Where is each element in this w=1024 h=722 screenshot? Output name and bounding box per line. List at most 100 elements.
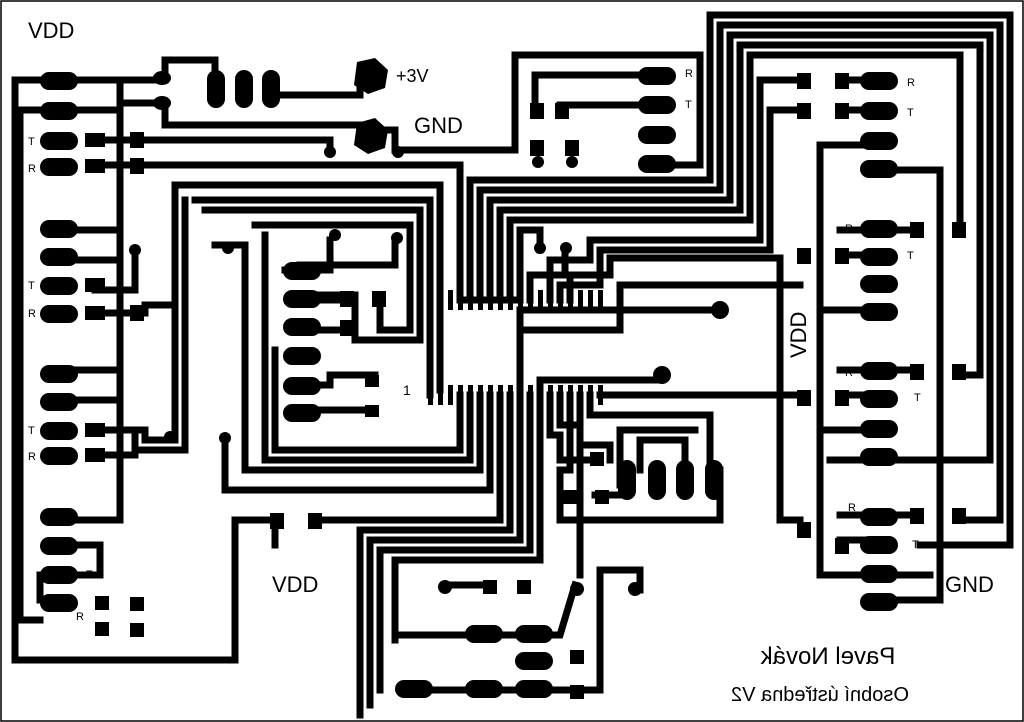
- smd-pad: [835, 538, 849, 554]
- label-t: T: [28, 136, 35, 148]
- silkscreen-labels: VDD +3V GND VDD GND 1 VDD Pavel Novák Os…: [28, 18, 994, 706]
- pad: [40, 508, 78, 526]
- pad: [648, 460, 666, 500]
- gnd-label-top: GND: [414, 113, 463, 138]
- via: [329, 229, 341, 241]
- smd-pad: [797, 73, 811, 89]
- via: [570, 582, 584, 596]
- smd-pad: [563, 490, 577, 504]
- pad: [283, 290, 321, 308]
- pad: [860, 390, 898, 408]
- smd-pad: [95, 596, 109, 610]
- via: [392, 146, 404, 158]
- label-r: R: [907, 77, 915, 89]
- label-r: R: [28, 163, 36, 175]
- smd-pad: [85, 133, 105, 147]
- smd-pad: [835, 73, 849, 89]
- via: [153, 96, 171, 110]
- pad: [860, 448, 898, 466]
- smd-pad: [130, 597, 144, 611]
- label-r: R: [845, 367, 853, 379]
- smd-pad: [595, 490, 609, 504]
- power-pad-gnd: [354, 118, 388, 154]
- label-t: T: [28, 425, 35, 437]
- smd-pad: [910, 222, 924, 238]
- pad: [515, 680, 553, 698]
- smd-pad: [85, 423, 105, 437]
- smd-pad: [85, 306, 105, 320]
- smd-pad: [530, 140, 544, 156]
- smd-pad: [85, 448, 105, 462]
- smd-pad: [797, 103, 811, 119]
- pad: [860, 275, 898, 293]
- pad: [638, 155, 676, 173]
- label-r: R: [845, 223, 853, 235]
- pad: [395, 680, 433, 698]
- pad: [860, 160, 898, 178]
- pad: [705, 460, 723, 500]
- label-r: R: [28, 451, 36, 463]
- smd-pad: [910, 508, 924, 524]
- via: [711, 301, 729, 319]
- smd-pad: [483, 580, 497, 594]
- smd-pad: [797, 390, 811, 406]
- pad: [860, 593, 898, 611]
- pad: [235, 70, 253, 108]
- via: [153, 71, 171, 85]
- pad: [40, 132, 78, 150]
- pad: [860, 248, 898, 266]
- pad: [860, 565, 898, 583]
- pad: [40, 102, 78, 120]
- plus3v-label: +3V: [396, 66, 429, 86]
- smd-pad: [835, 248, 849, 264]
- smd-pad: [517, 580, 531, 594]
- smd-pad: [835, 103, 849, 119]
- pad: [618, 460, 636, 500]
- smd-pad: [85, 159, 105, 173]
- label-t: T: [914, 392, 921, 404]
- pad: [207, 70, 225, 108]
- pad: [860, 362, 898, 380]
- pad: [860, 102, 898, 120]
- pad: [465, 625, 503, 643]
- pad: [860, 220, 898, 238]
- pad: [283, 404, 321, 422]
- pad: [40, 220, 78, 238]
- label-t: T: [28, 280, 35, 292]
- smd-pad: [590, 452, 604, 466]
- smd-pad: [130, 305, 144, 321]
- via: [534, 242, 546, 254]
- pad: [283, 318, 321, 336]
- pad: [40, 158, 78, 176]
- label-r: R: [28, 308, 36, 320]
- pad: [40, 566, 78, 584]
- pad: [283, 377, 321, 395]
- pad: [40, 422, 78, 440]
- pad: [860, 508, 898, 526]
- ic-footprint: [428, 290, 603, 405]
- smd-pad: [95, 622, 109, 636]
- vdd-label-top: VDD: [28, 18, 74, 43]
- label-r: R: [848, 502, 856, 514]
- smd-pad: [270, 513, 284, 529]
- pad: [40, 594, 78, 612]
- label-t: T: [86, 569, 93, 581]
- label-t: T: [912, 539, 919, 551]
- pad: [638, 126, 676, 144]
- smd-pad: [797, 248, 811, 264]
- pad: [40, 365, 78, 383]
- vdd-label-bottom: VDD: [272, 572, 318, 597]
- pad: [40, 305, 78, 323]
- pad: [638, 67, 676, 85]
- pad: [515, 625, 553, 643]
- smd-pad: [952, 222, 966, 238]
- pad: [860, 420, 898, 438]
- pad: [262, 70, 280, 108]
- pad: [40, 248, 78, 266]
- via: [219, 432, 231, 444]
- smd-pad: [565, 140, 579, 156]
- via: [164, 431, 176, 443]
- pad: [40, 277, 78, 295]
